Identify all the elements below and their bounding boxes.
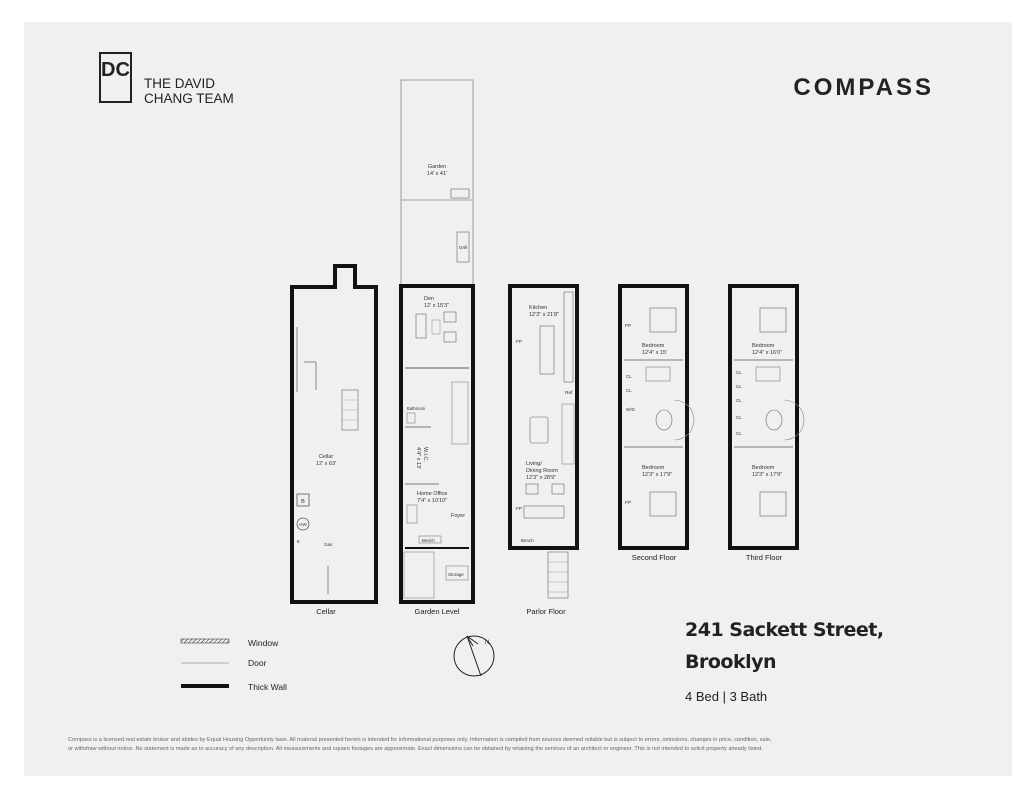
second-bed1-dims: 12'4" x 15' (642, 350, 667, 356)
third-floor-plan: Bedroom 12'4" x 16'0" CL CL CL CL CL Bed… (728, 284, 805, 562)
cellar-plan: Cellar 12' x 63' B HW E Gas Cellar (290, 264, 378, 616)
second-bed2-dims: 12'3" x 17'9" (642, 472, 672, 478)
window-swatch (180, 638, 230, 644)
floorplan-sheet: DC THE DAVID CHANG TEAM COMPASS Cellar 1… (24, 22, 1012, 776)
disclaimer-line2: or withdraw without notice. No statement… (68, 746, 763, 752)
parlor-fp2-label: FP (516, 506, 522, 512)
parlor-floor-caption: Parlor Floor (526, 607, 566, 616)
garden-yard-label: Garden (428, 164, 446, 170)
parlor-fp1-label: FP (516, 339, 522, 345)
home-office-label: Home Office (417, 491, 447, 497)
home-office-dims: 7'4" x 10'10" (417, 498, 447, 504)
garden-level-caption: Garden Level (414, 607, 459, 616)
second-bed1-label: Bedroom (642, 343, 665, 349)
second-fp1-label: FP (625, 323, 631, 329)
wic-dims: 4'4" x 13' (415, 447, 421, 469)
logo-line1: THE DAVID (144, 76, 215, 91)
cellar-gas-label: Gas (324, 542, 333, 547)
third-floor-caption: Third Floor (746, 553, 783, 562)
second-cl2-label: CL (626, 388, 632, 393)
kitchen-label: Kitchen (529, 305, 547, 311)
compass-logo: COMPASS (793, 74, 934, 101)
third-bed1-dims: 12'4" x 16'0" (752, 350, 782, 356)
legend-thick-wall-label: Thick Wall (248, 682, 287, 692)
parlor-bench-label: Bench (521, 538, 534, 543)
legend-door-label: Door (248, 658, 267, 668)
living-label: Living/ (526, 461, 542, 467)
legend-window-label: Window (248, 638, 279, 648)
third-cl2-label: CL (736, 384, 742, 389)
legend: Window Door Thick Wall (180, 638, 287, 692)
disclaimer-line1: Compass is a licensed real estate broker… (68, 737, 772, 743)
cellar-e-label: E (297, 539, 300, 544)
cellar-caption: Cellar (316, 607, 336, 616)
wic-label: W.I.C. (422, 447, 428, 462)
cellar-hw-label: HW (299, 522, 307, 527)
living-dims: 12'3" x 28'9" (526, 475, 556, 481)
second-bed2-label: Bedroom (642, 465, 665, 471)
cellar-boiler-label: B (301, 499, 305, 505)
den-dims: 12' x 15'3" (424, 303, 449, 309)
third-bed2-label: Bedroom (752, 465, 775, 471)
second-floor-caption: Second Floor (632, 553, 677, 562)
cellar-room-dims: 12' x 63' (316, 461, 336, 467)
floorplan-diagram: DC THE DAVID CHANG TEAM COMPASS Cellar 1… (68, 52, 934, 752)
north-arrow: N (453, 635, 495, 677)
logo-monogram: DC (101, 59, 130, 81)
wd-label: W/D (626, 407, 635, 412)
storage-label: Storage (448, 572, 464, 577)
foyer-label: Foyer (451, 513, 465, 519)
ref-label: Ref (565, 390, 573, 396)
third-bed1-label: Bedroom (752, 343, 775, 349)
address-line2: Brooklyn (685, 651, 776, 673)
third-bed2-dims: 12'3" x 17'9" (752, 472, 782, 478)
north-label: N (485, 640, 489, 646)
second-cl1-label: CL (626, 374, 632, 379)
logo-line2: CHANG TEAM (144, 91, 234, 106)
third-cl3-label: CL (736, 398, 742, 403)
grill-label: Grill (459, 245, 468, 251)
garden-bath-label: Bathroom (407, 406, 426, 411)
kitchen-dims: 12'3" x 21'8" (529, 312, 559, 318)
garden-bench-label: Bench (422, 538, 435, 543)
den-label: Den (424, 296, 434, 302)
garden-level-plan: Garden 14' x 41' Grill Den 12' x 15'3" B… (399, 79, 475, 616)
third-cl1-label: CL (736, 370, 742, 375)
dining-label: Dining Room (526, 468, 558, 474)
beds-baths: 4 Bed | 3 Bath (685, 689, 767, 704)
third-cl5-label: CL (736, 431, 742, 436)
david-chang-team-logo: DC THE DAVID CHANG TEAM (99, 52, 234, 106)
address-line1: 241 Sackett Street, (685, 619, 884, 641)
cellar-room-label: Cellar (319, 454, 334, 460)
garden-yard-dims: 14' x 41' (427, 171, 447, 177)
parlor-floor-plan: Kitchen 12'3" x 21'8" FP Ref Living/ Din… (508, 284, 579, 616)
third-cl4-label: CL (736, 415, 742, 420)
second-fp2-label: FP (625, 500, 631, 506)
second-floor-plan: FP Bedroom 12'4" x 15' CL CL W/D Bedroom… (618, 284, 695, 562)
property-info: 241 Sackett Street, Brooklyn 4 Bed | 3 B… (685, 619, 884, 704)
